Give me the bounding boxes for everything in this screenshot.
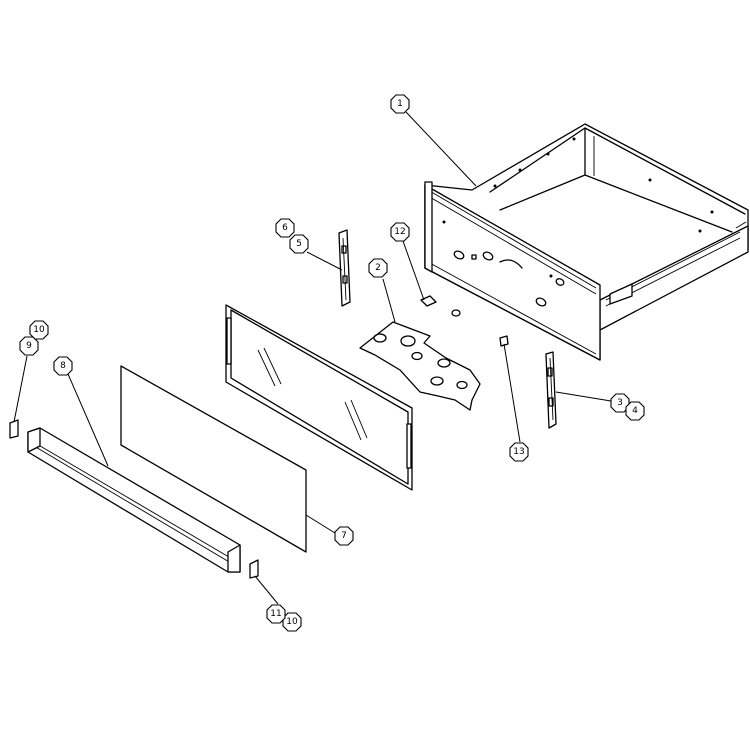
callout-13: 13 [509, 442, 529, 462]
svg-text:11: 11 [270, 609, 281, 619]
svg-text:10: 10 [33, 325, 45, 335]
callouts: 1 2 3 4 5 6 7 8 [19, 94, 645, 632]
leader-lines [13, 111, 612, 605]
svg-text:5: 5 [296, 239, 302, 249]
spacer-part [451, 309, 461, 317]
bracket-part-3 [545, 351, 557, 429]
callout-1: 1 [390, 94, 410, 114]
svg-text:2: 2 [375, 263, 381, 273]
svg-text:10: 10 [286, 617, 298, 627]
callout-12: 12 [390, 222, 410, 242]
callout-10-bottom: 10 [282, 612, 302, 632]
callout-3: 3 [610, 393, 630, 413]
svg-text:13: 13 [513, 447, 524, 457]
handle-trim-part-8 [27, 427, 241, 573]
heat-shield-part-2 [359, 321, 481, 411]
inner-glass-panel [225, 304, 413, 491]
callout-10-left: 10 [29, 320, 49, 340]
bracket-part-5 [338, 229, 351, 307]
callout-7: 7 [334, 526, 354, 546]
svg-text:8: 8 [60, 361, 66, 371]
callout-2: 2 [368, 258, 388, 278]
callout-5: 5 [289, 234, 309, 254]
svg-text:7: 7 [341, 531, 347, 541]
outer-glass-part-7 [120, 365, 307, 553]
svg-text:6: 6 [282, 223, 288, 233]
svg-text:4: 4 [632, 406, 638, 416]
end-cap-part-11 [249, 559, 259, 579]
svg-text:3: 3 [617, 398, 623, 408]
callout-8: 8 [53, 356, 73, 376]
callout-4: 4 [625, 401, 645, 421]
clip-part-13 [499, 335, 509, 347]
clip-part-12 [420, 295, 437, 307]
callout-9: 9 [19, 336, 39, 356]
svg-text:1: 1 [397, 99, 403, 109]
svg-text:12: 12 [394, 227, 405, 237]
callout-11: 11 [266, 604, 286, 624]
end-cap-part-9 [9, 419, 19, 439]
drawer-box [424, 123, 749, 361]
callout-6: 6 [275, 218, 295, 238]
svg-text:9: 9 [26, 341, 32, 351]
